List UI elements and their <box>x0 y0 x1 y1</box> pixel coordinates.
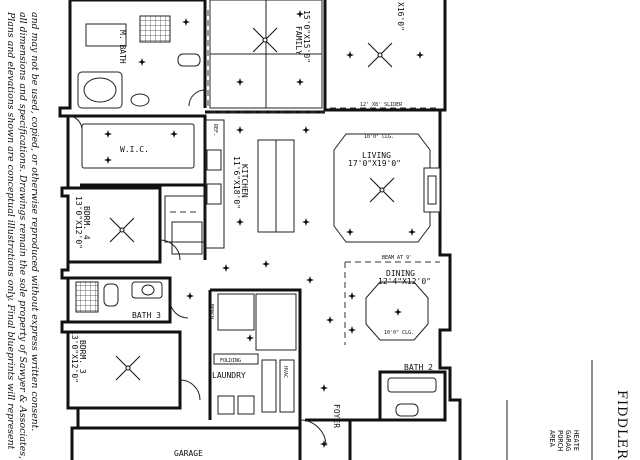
sink <box>130 93 150 107</box>
dining-size: 12'4"X12'0" <box>378 277 431 286</box>
light-icon <box>104 130 112 138</box>
closets <box>164 195 206 255</box>
corner-room: X16'0" 12' X8' SLIDER <box>346 2 424 108</box>
light-icon <box>104 156 112 164</box>
light-icon <box>416 51 424 59</box>
toilet <box>177 53 201 67</box>
disclaimer-line-3: and may not be used, copied, or otherwis… <box>29 12 40 431</box>
foyer: FOYER <box>320 384 341 448</box>
laundry-name: LAUNDRY <box>212 371 246 380</box>
area-garage: GARAG <box>564 430 572 451</box>
living-tray-ceiling <box>333 133 431 243</box>
foyer-name: FOYER <box>332 404 341 428</box>
area-total: AREA <box>548 430 556 448</box>
laundry: BENCH FOLDING LAUNDRY HVAC <box>208 288 302 420</box>
light-icon <box>182 18 190 26</box>
light-icon <box>394 308 402 316</box>
living-room: LIVING 17'0"X19'0" 10'0" CLG. <box>333 133 441 243</box>
bedroom-3-size: 13'0"X12'0" <box>70 330 79 383</box>
area-porch: PORCH <box>556 430 564 451</box>
light-icon <box>246 334 254 342</box>
bath-2-name: BATH 2 <box>404 363 433 372</box>
dining-room: BEAM AT 9' DINING 12'4"X12'0" 10'0" CLG. <box>344 255 440 345</box>
kitchen-name: KITCHEN <box>240 164 249 198</box>
living-tray-label: 10'0" CLG. <box>364 134 394 140</box>
light-icon <box>326 316 334 324</box>
dining-name: DINING <box>386 269 415 278</box>
family-name: FAMILY <box>294 26 303 55</box>
light-icon <box>346 51 354 59</box>
bedroom-4: BDRM. 4 13'0"X12'0" <box>68 186 162 264</box>
dining-tray-ceiling <box>365 281 429 341</box>
light-icon <box>408 228 416 236</box>
ceiling-fan-icon <box>252 27 278 53</box>
light-icon <box>296 78 304 86</box>
range <box>206 149 222 171</box>
disclaimer-line-1: Plans and elevations shown are conceptua… <box>5 11 16 450</box>
light-icon <box>320 440 328 448</box>
family-room: FAMILY 15'0"X15'0" <box>209 0 323 109</box>
bedroom-3-name: BDRM. 3 <box>78 340 87 374</box>
living-size: 17'0"X19'0" <box>348 159 401 168</box>
light-icon <box>138 58 146 66</box>
light-icon <box>236 126 244 134</box>
shower <box>139 15 171 43</box>
doors <box>67 89 327 447</box>
garage: GARAGE <box>78 426 300 458</box>
light-icon <box>348 292 356 300</box>
wic-name: W.I.C. <box>120 145 149 154</box>
light-icon <box>170 130 178 138</box>
bedroom-4-name: BDRM. 4 <box>82 206 91 240</box>
master-bath: M. BATH <box>70 0 205 109</box>
garage-name: GARAGE <box>174 449 203 458</box>
kitchen-size: 11'6"X18'0" <box>232 156 241 209</box>
dining-tray-label: 10'0" CLG. <box>384 330 414 336</box>
light-icon <box>346 228 354 236</box>
bath-3: BATH 3 <box>68 276 172 324</box>
living-name: LIVING <box>362 151 391 160</box>
ceiling-fan-icon <box>109 217 135 243</box>
disclaimer-line-2: all dimensions and specifications. Drawi… <box>17 12 28 460</box>
light-icon <box>306 276 314 284</box>
light-icon <box>348 326 356 334</box>
hvac-label: HVAC <box>282 366 288 378</box>
light-icon <box>222 264 230 272</box>
fireplace <box>423 167 441 213</box>
bath-3-name: BATH 3 <box>132 311 161 320</box>
light-icon <box>236 78 244 86</box>
fridge-label: REF. <box>212 124 218 136</box>
light-icon <box>320 384 328 392</box>
slider-label: 12' X8' SLIDER <box>360 102 403 108</box>
light-icon <box>186 292 194 300</box>
ceiling-fan-icon <box>369 177 395 203</box>
plan-name: FIDDLER <box>614 390 629 460</box>
light-icon <box>236 218 244 226</box>
dining-beam-label: BEAM AT 9' <box>382 255 412 261</box>
ceiling-fan-icon <box>367 42 393 68</box>
area-heated: HEATE <box>572 430 580 451</box>
family-size: 15'0"X15'0" <box>302 10 311 63</box>
master-bath-name: M. BATH <box>118 30 127 64</box>
wic: W.I.C. <box>68 114 207 187</box>
light-icon <box>262 260 270 268</box>
folding-name: FOLDING <box>220 358 241 364</box>
bedroom-4-size: 13'0"X12'0" <box>74 196 83 249</box>
bedroom-3: BDRM. 3 13'0"X12'0" <box>68 330 182 410</box>
light-icon <box>302 126 310 134</box>
ceiling-fan-icon <box>115 355 141 381</box>
title-block: FIDDLER HEATE GARAG PORCH AREA <box>506 360 629 460</box>
corner-room-size: X16'0" <box>396 2 405 31</box>
dishwasher <box>206 183 222 205</box>
light-icon <box>302 218 310 226</box>
bath-2: BATH 2 <box>378 363 447 422</box>
bench-label: BENCH <box>208 304 214 319</box>
disclaimer: Plans and elevations shown are conceptua… <box>5 11 40 460</box>
kitchen: REF. KITCHEN 11'6"X18'0" <box>203 116 310 260</box>
